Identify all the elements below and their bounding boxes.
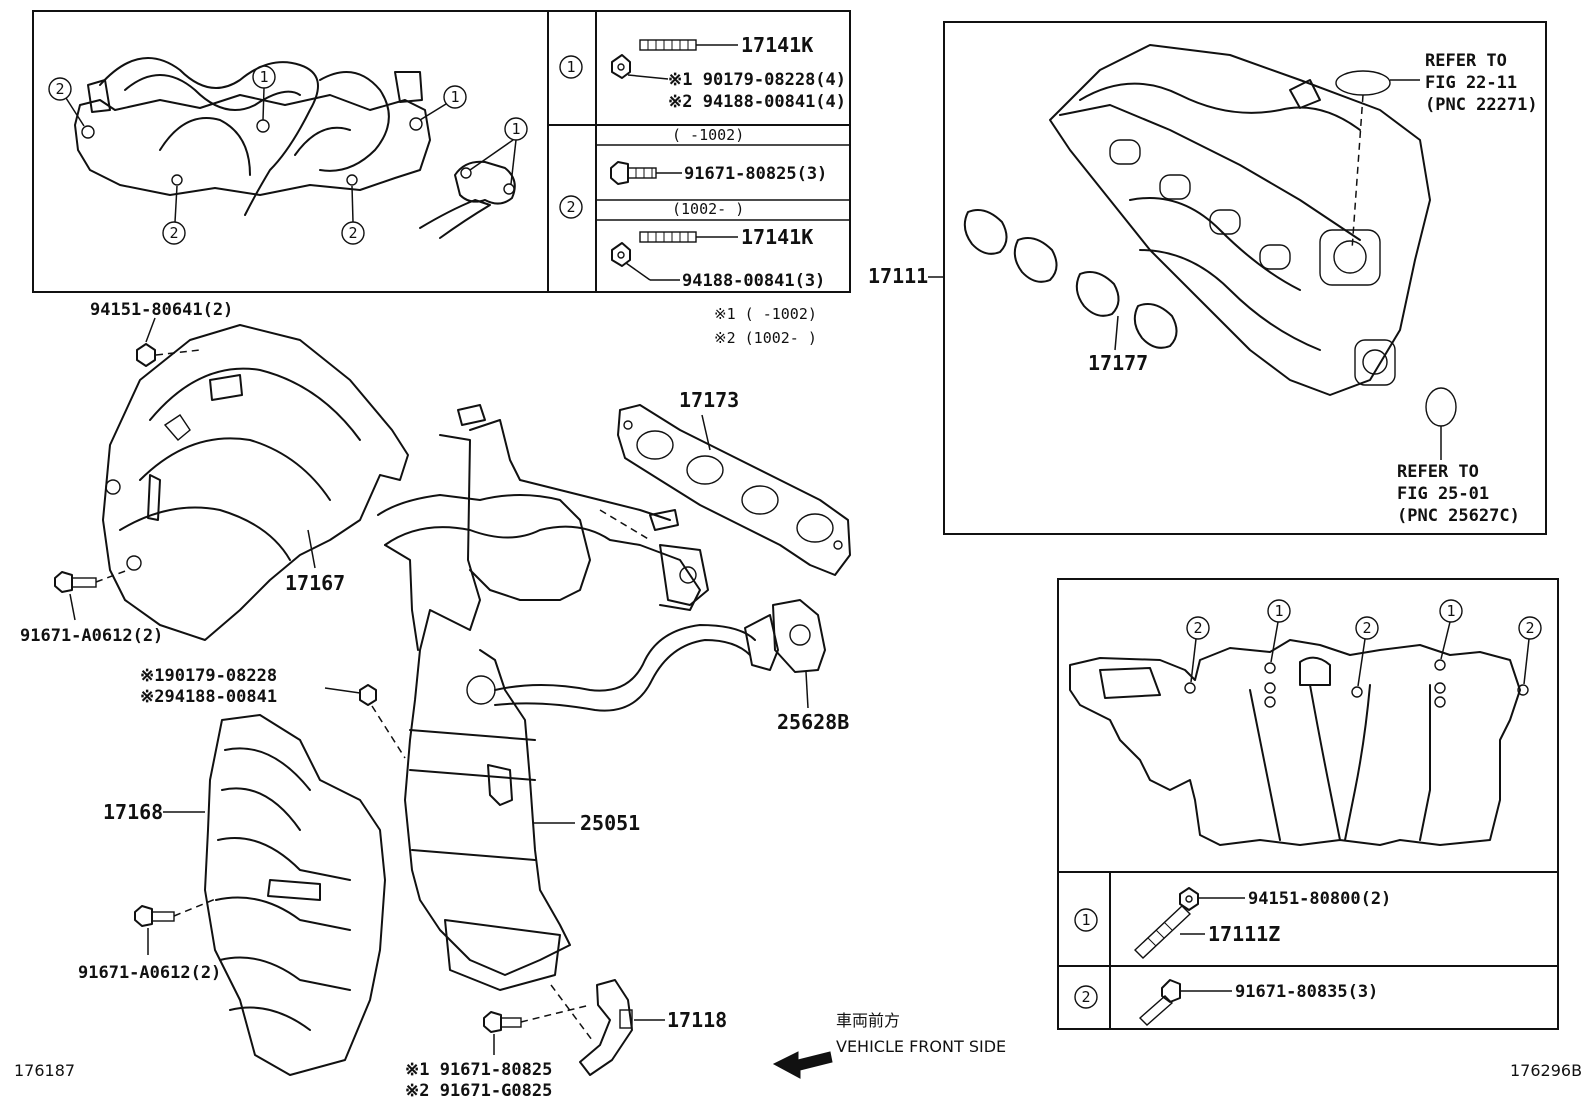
inset-legend: 1 2 17141K ※1 90179-08228(4) ※2 94188- [559,33,846,291]
bolt-icon [134,905,175,927]
refer-bot-1: REFER TO [1397,462,1479,482]
refer-top-1: REFER TO [1425,51,1507,71]
legend-callout-1: 1 [566,58,575,76]
top-left-inset: 2 1 1 1 2 2 1 2 [32,10,851,293]
footnote-1: ※1 ( -1002) [714,305,817,323]
callout-2: 2 [55,80,64,98]
stud-icon [1133,905,1192,959]
figure-number-left: 176187 [14,1061,75,1080]
callout-1: 1 [450,88,459,106]
nut-icon [136,343,156,367]
manifold-flange-sketch [74,57,516,239]
direction-jp: 車両前方 [836,1011,900,1030]
part-94188-00841: 94188-00841(3) [682,271,825,291]
part-17173: 17173 [679,388,739,412]
figure-number-right: 176296B [1510,1061,1582,1080]
part-91671-80825: 91671-80825(3) [684,164,827,184]
part-17167: 17167 [285,571,345,595]
part-94151-80641: 94151-80641(2) [90,300,233,320]
part-91671-80835: 91671-80835(3) [1235,982,1378,1002]
gasket-17177 [963,209,1178,349]
gasket-25628b [772,599,826,673]
part-91671-a0612-bot: 91671-A0612(2) [78,963,221,983]
callout-2: 2 [1193,619,1202,637]
direction-en: VEHICLE FRONT SIDE [836,1037,1006,1056]
manifold-flange-bottom-sketch [1069,639,1529,846]
part-17111: 17111 [868,264,928,288]
inset-callouts: 2 1 1 1 2 2 [48,65,528,245]
part-17118: 17118 [667,1008,727,1032]
gasket-17173 [617,404,851,576]
stud-icon [639,39,697,51]
callout-2: 2 [348,224,357,242]
footnote-2: ※2 (1002- ) [714,329,817,347]
bolt-icon [610,161,657,185]
nut-icon [359,684,377,706]
range-after: (1002- ) [672,200,744,218]
note-1-a: ※1 90179-08228(4) [668,70,846,90]
bottom-right-inset: 2 1 2 1 2 1 2 94151-80800(2) 17111Z [1057,578,1559,1030]
note-2-mid: ※294188-00841 [140,687,277,707]
nut-icon [611,242,631,267]
note-1-bot: ※1 91671-80825 [405,1060,552,1080]
legend-callout-2: 2 [566,198,575,216]
part-91671-a0612-top: 91671-A0612(2) [20,626,163,646]
stud-icon [639,231,697,243]
callout-1: 1 [259,68,268,86]
exhaust-manifold-25051 [377,404,779,991]
intake-manifold-sketch [1049,44,1431,396]
bolt-icon [1138,979,1181,1026]
part-17141k-b: 17141K [741,225,813,249]
legend-callout-1: 1 [1081,911,1090,929]
refer-top-3: (PNC 22271) [1425,95,1538,115]
part-17177: 17177 [1088,351,1148,375]
callout-2: 2 [1362,619,1371,637]
range-before: ( -1002) [672,126,744,144]
bolt-icon [483,1011,522,1033]
note-1-mid: ※190179-08228 [140,666,277,686]
legend-callout-2: 2 [1081,988,1090,1006]
o-ring-bottom [1425,387,1457,427]
callout-1: 1 [1274,602,1283,620]
bracket-17118 [579,979,633,1076]
intake-manifold-inset: 17111 17177 [868,21,1547,535]
part-17141k-a: 17141K [741,33,813,57]
note-2-bot: ※2 91671-G0825 [405,1081,552,1099]
nut-icon [611,54,631,79]
part-17111z: 17111Z [1208,922,1280,946]
heat-insulator-17168 [204,714,386,1076]
part-25051: 25051 [580,811,640,835]
part-17168: 17168 [103,800,163,824]
note-2-a: ※2 94188-00841(4) [668,92,846,112]
bolt-icon [54,571,97,593]
refer-bot-3: (PNC 25627C) [1397,506,1520,526]
callout-2: 2 [1525,619,1534,637]
callout-1: 1 [511,120,520,138]
refer-top-2: FIG 22-11 [1425,73,1517,93]
part-25628b: 25628B [777,710,849,734]
callout-1: 1 [1446,602,1455,620]
part-94151-80800: 94151-80800(2) [1248,889,1391,909]
arrow-left-icon [772,1051,833,1079]
callout-2: 2 [169,224,178,242]
o-ring-top [1335,70,1391,96]
heat-insulator-17167 [102,324,409,641]
nut-icon [1179,887,1199,911]
refer-bot-2: FIG 25-01 [1397,484,1489,504]
